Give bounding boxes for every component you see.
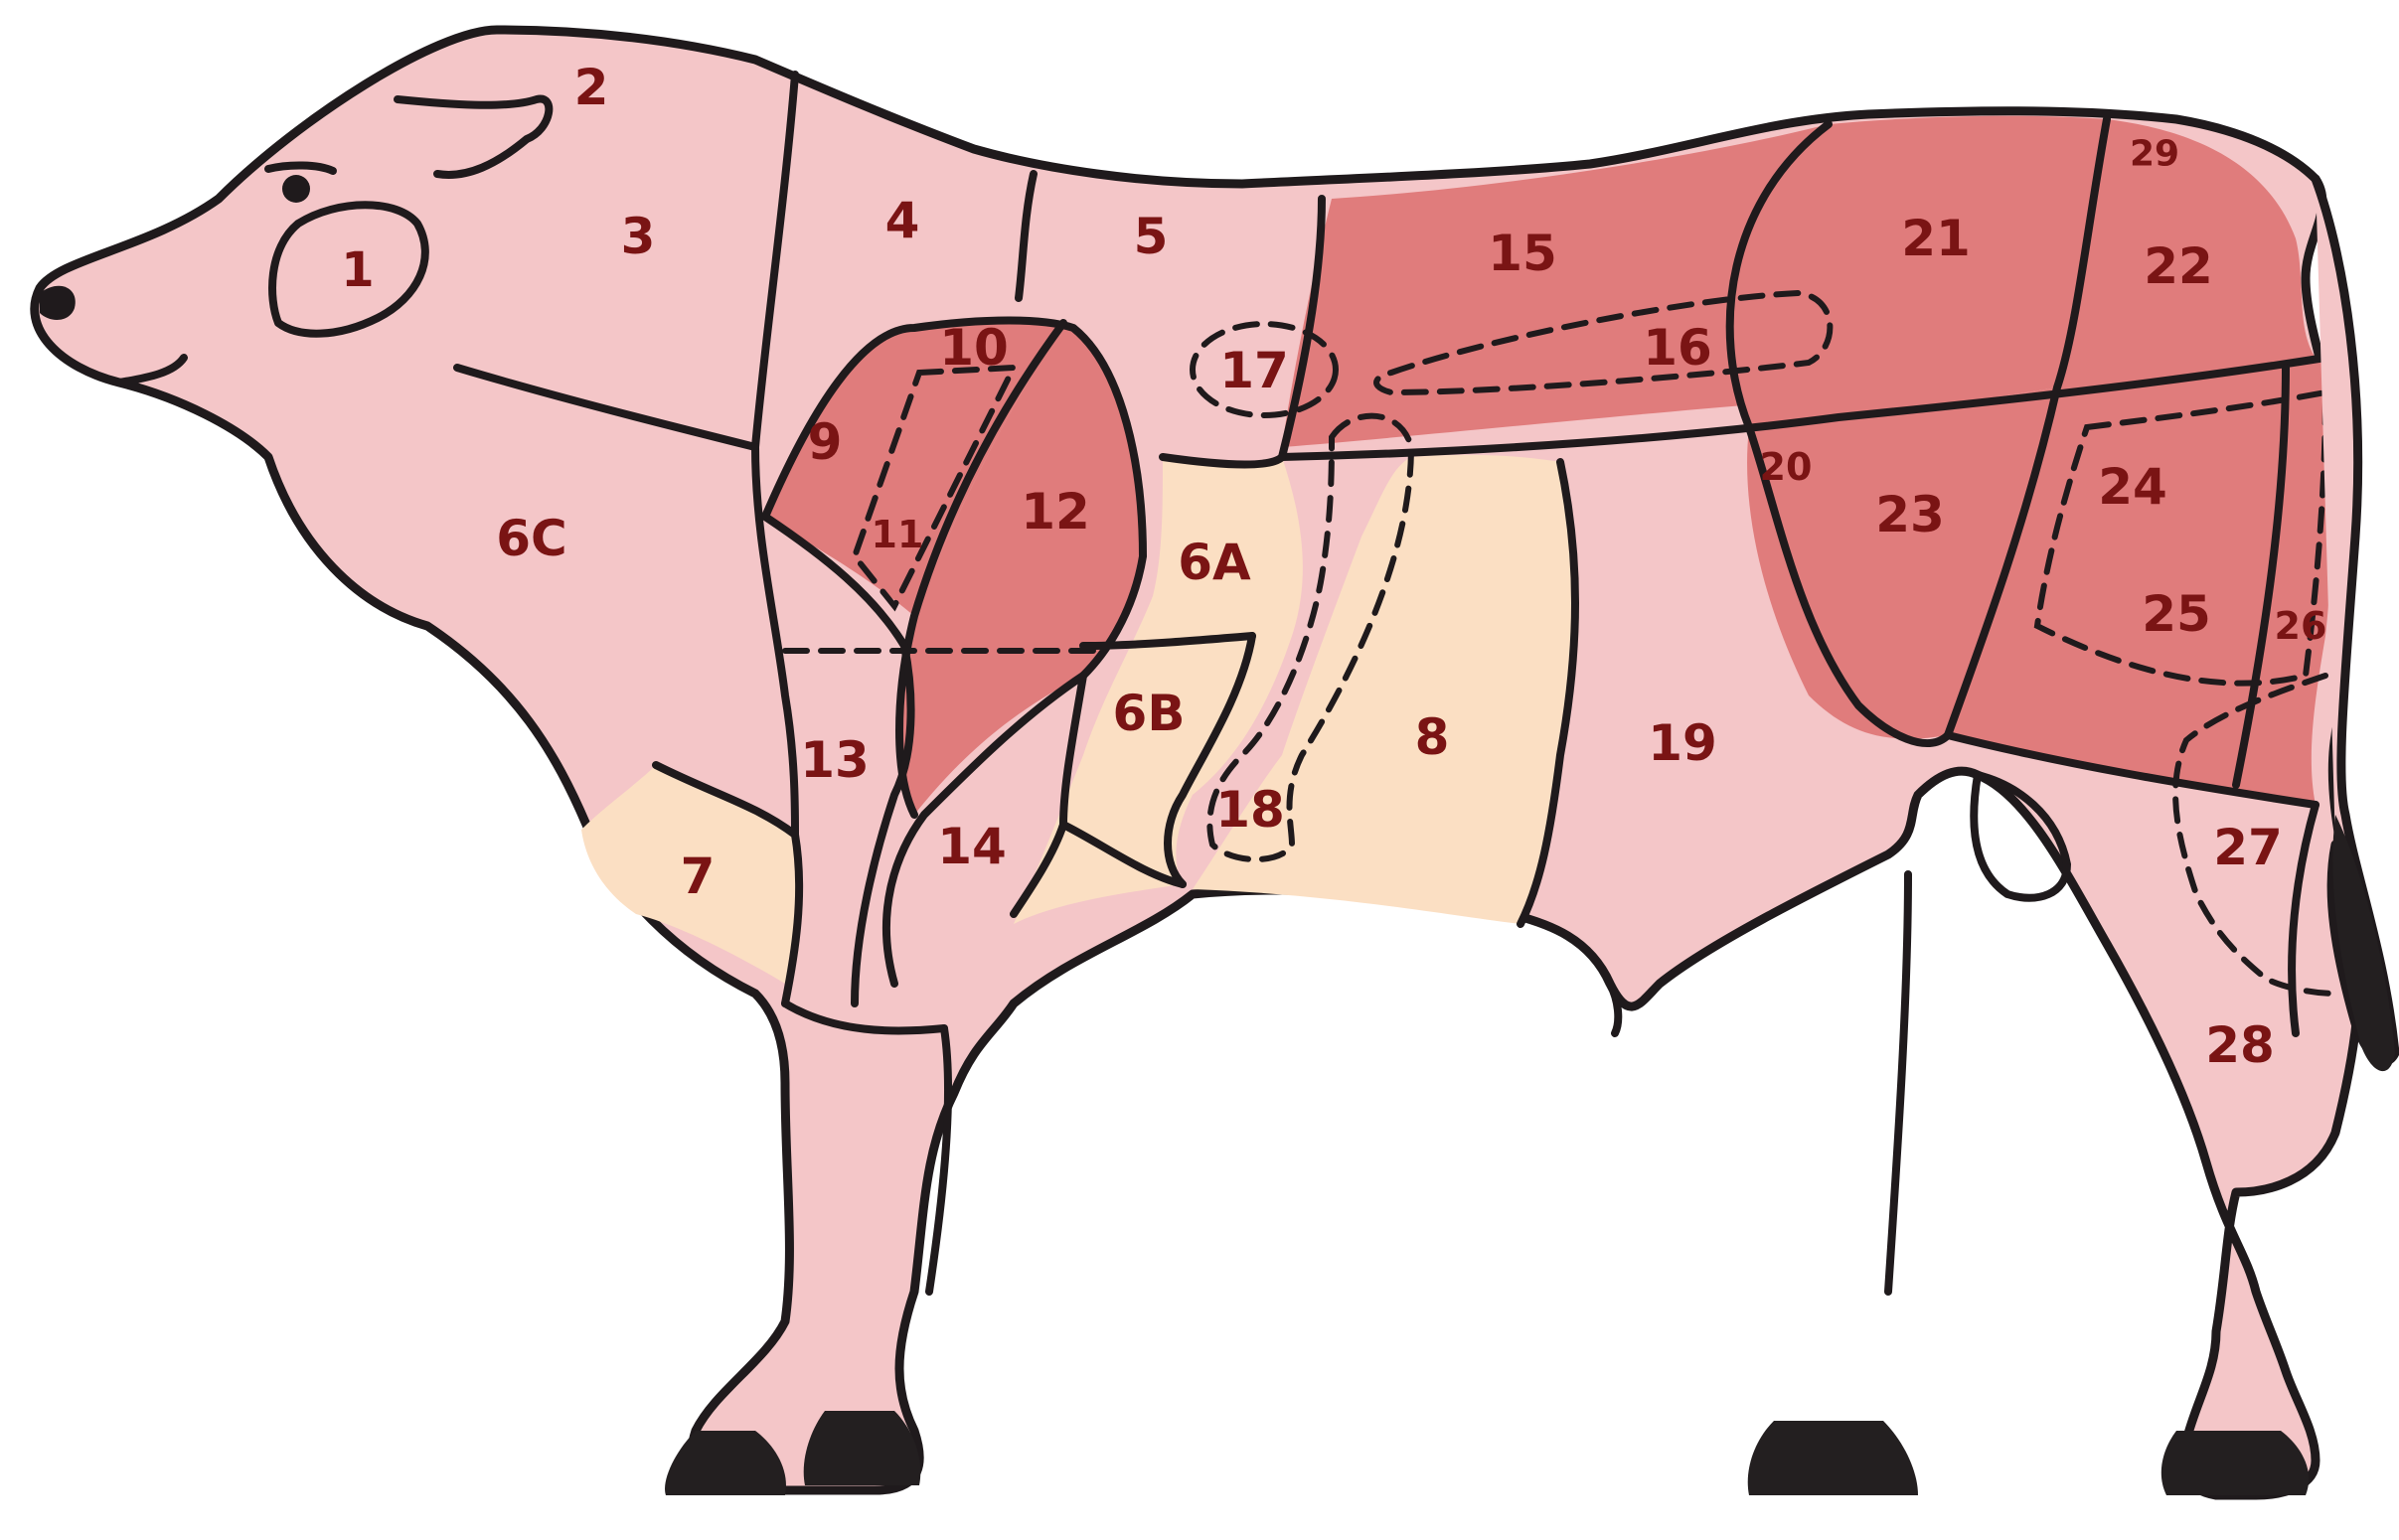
cut-label-7: 7 [681,847,716,905]
hoof-icon [2161,1431,2309,1495]
cut-label-14: 14 [937,818,1007,875]
udder-teat [1610,984,1618,1033]
cut-label-5: 5 [1134,208,1169,265]
cut-label-6a: 6A [1178,534,1251,591]
cut-label-3: 3 [621,208,656,265]
cut-label-9: 9 [808,413,843,471]
cut-label-15: 15 [1488,225,1557,282]
hoof-icon [1748,1421,1918,1495]
cut-label-29: 29 [2130,134,2179,175]
cut-label-12: 12 [1021,483,1090,540]
nostril-icon [40,286,76,320]
cut-label-27: 27 [2213,819,2283,876]
cut-label-2: 2 [574,59,609,116]
cut-label-26: 26 [2275,604,2327,648]
eye-icon [282,175,310,203]
cut-label-25: 25 [2142,585,2211,643]
cut-label-8: 8 [1415,708,1450,766]
hoof-icon [804,1411,921,1485]
cut-label-28: 28 [2205,1016,2275,1074]
cut-label-18: 18 [1215,781,1285,839]
cut-label-16: 16 [1643,319,1712,377]
cut-label-17: 17 [1219,342,1289,399]
cut-label-6c: 6C [496,510,566,567]
cut-label-4: 4 [885,192,920,249]
cut-label-20: 20 [1760,445,1813,489]
cut-label-1: 1 [341,242,374,298]
cut-label-6b: 6B [1113,685,1186,742]
cut-label-11: 11 [872,513,924,556]
cut-label-22: 22 [2144,237,2213,295]
cut-label-23: 23 [1875,486,1945,543]
leg-line [1888,874,1908,1292]
cut-label-10: 10 [939,319,1009,377]
cut-label-19: 19 [1648,714,1717,772]
cut-label-24: 24 [2098,458,2167,516]
cut-label-21: 21 [1901,210,1971,267]
cut-label-13: 13 [800,731,870,789]
